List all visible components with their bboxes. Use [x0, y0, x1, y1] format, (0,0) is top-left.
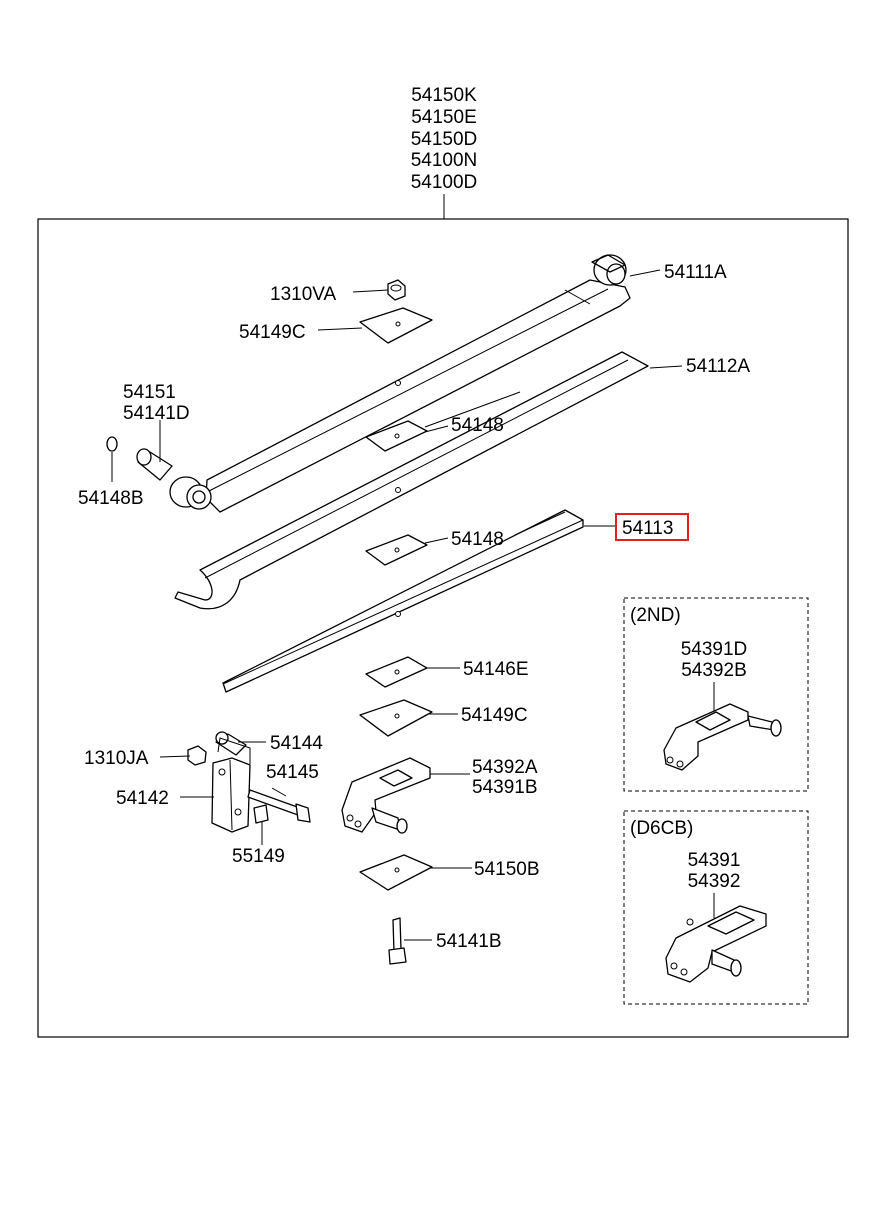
part-label-54151[interactable]: 54151 — [123, 382, 176, 403]
part-label-54149C-top[interactable]: 54149C — [239, 322, 306, 343]
part-labels: 54111A 1310VA 54149C 54112A 54151 54141D… — [78, 262, 750, 952]
part-label-54113[interactable]: 54113 — [622, 518, 673, 539]
part-label-54148-mid[interactable]: 54148 — [451, 529, 504, 550]
part-label-54392A[interactable]: 54392A — [472, 757, 538, 778]
part-label-54111A[interactable]: 54111A — [664, 262, 727, 283]
part-label-54392[interactable]: 54392 — [688, 871, 741, 892]
part-label-54112A[interactable]: 54112A — [686, 356, 750, 377]
leaf-54112A — [174, 351, 649, 610]
part-label-54146E[interactable]: 54146E — [463, 659, 529, 680]
part-label-1310VA[interactable]: 1310VA — [270, 284, 337, 305]
part-label-54142[interactable]: 54142 — [116, 788, 169, 809]
assembly-part-numbers: 54150K 54150E 54150D 54100N 54100D — [411, 85, 478, 193]
assembly-frame — [37, 218, 849, 1038]
part-label-54144[interactable]: 54144 — [270, 733, 323, 754]
variant-2nd-title: (2ND) — [630, 605, 681, 626]
part-label-54141B[interactable]: 54141B — [436, 931, 502, 952]
variant-box-d6cb: (D6CB) 54391 54392 — [623, 810, 809, 1005]
spring-seat-main — [341, 757, 431, 834]
plates — [359, 307, 433, 891]
leader-lines — [111, 269, 683, 941]
part-label-54391[interactable]: 54391 — [688, 850, 741, 871]
part-label-54141D[interactable]: 54141D — [123, 403, 190, 424]
part-label-54145[interactable]: 54145 — [266, 762, 319, 783]
main-leaf-54111A — [169, 254, 631, 513]
part-label-54391D[interactable]: 54391D — [681, 639, 748, 660]
part-label-1310JA[interactable]: 1310JA — [84, 748, 149, 769]
part-label-55149[interactable]: 55149 — [232, 846, 285, 867]
assembly-label[interactable]: 54150E — [411, 107, 477, 128]
part-label-54148B[interactable]: 54148B — [78, 488, 144, 509]
assembly-label[interactable]: 54100D — [411, 172, 478, 193]
hardware — [106, 279, 407, 965]
part-label-54391B[interactable]: 54391B — [472, 777, 538, 798]
variant-box-2nd: (2ND) 54391D 54392B — [623, 597, 809, 792]
variant-d6cb-title: (D6CB) — [630, 818, 693, 839]
assembly-label[interactable]: 54150D — [411, 129, 478, 150]
part-label-54149C-low[interactable]: 54149C — [461, 705, 528, 726]
part-label-54150B[interactable]: 54150B — [474, 859, 540, 880]
part-label-54148-top[interactable]: 54148 — [451, 415, 504, 436]
leaf-54113 — [222, 509, 584, 693]
highlight-box-54113 — [615, 513, 689, 541]
assembly-label[interactable]: 54100N — [411, 150, 478, 171]
part-label-54392B[interactable]: 54392B — [681, 660, 747, 681]
assembly-label[interactable]: 54150K — [411, 85, 477, 106]
